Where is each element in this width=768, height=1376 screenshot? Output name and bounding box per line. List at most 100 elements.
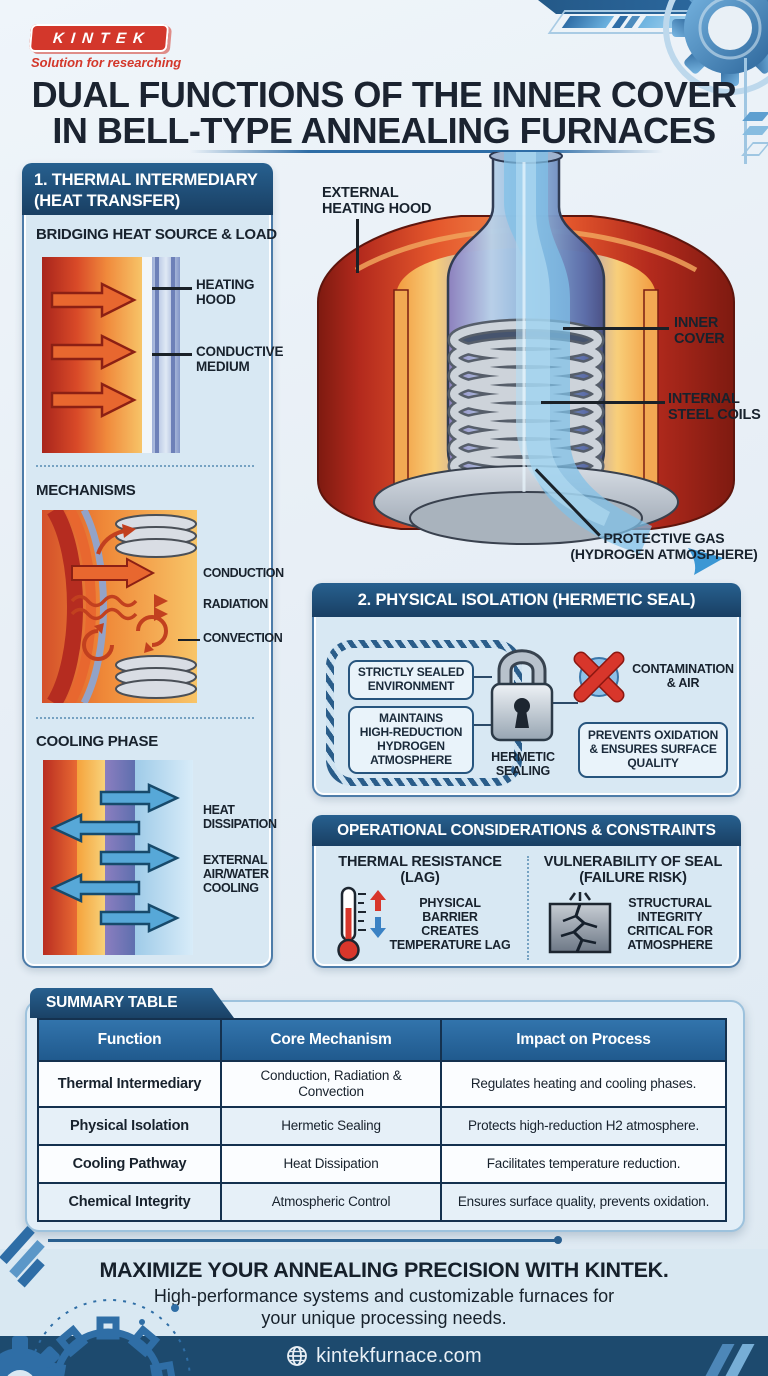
padlock-icon	[490, 649, 554, 742]
logo-text: KINTEK	[52, 29, 152, 47]
cell-function: Thermal Intermediary	[37, 1060, 222, 1108]
connector-lock-box	[552, 702, 578, 704]
seal-vulnerability-heading: VULNERABILITY OF SEAL (FAILURE RISK)	[543, 854, 723, 887]
conduction-arrow	[71, 557, 156, 589]
title-underline	[190, 150, 663, 153]
thermometer-icon	[337, 886, 366, 962]
right-bracket-line	[744, 58, 747, 164]
label-internal-steel-coils: INTERNAL STEEL COILS	[668, 391, 761, 424]
label-convection: CONVECTION	[203, 631, 283, 645]
solid-gear	[0, 1336, 60, 1376]
cell-impact: Protects high-reduction H2 atmosphere.	[440, 1106, 727, 1146]
thermal-resistance-heading: THERMAL RESISTANCE (LAG)	[338, 854, 502, 887]
footer-decor-line	[48, 1239, 556, 1242]
label-heating-hood: HEATING HOOD	[196, 277, 255, 308]
furnace-illustration	[317, 152, 735, 575]
cell-function: Chemical Integrity	[37, 1182, 222, 1222]
label-external-cooling: EXTERNAL AIR/WATER COOLING	[203, 853, 269, 896]
cell-mechanism: Atmospheric Control	[220, 1182, 442, 1222]
cracked-seal-icon	[548, 892, 612, 954]
connector-convection	[178, 639, 200, 641]
cooling-heading: COOLING PHASE	[36, 733, 158, 750]
footer-website[interactable]: kintekfurnace.com	[316, 1344, 482, 1367]
crossed-circle-icon	[573, 651, 625, 703]
col-impact: Impact on Process	[440, 1018, 727, 1062]
bridging-heading: BRIDGING HEAT SOURCE & LOAD	[36, 226, 277, 243]
bottom-left-gears	[0, 1299, 191, 1376]
cell-function: Cooling Pathway	[37, 1144, 222, 1184]
label-protective-gas: PROTECTIVE GAS (HYDROGEN ATMOSPHERE)	[570, 530, 758, 562]
coil-stack-bottom	[115, 655, 197, 699]
col-function: Function	[37, 1018, 222, 1062]
box-prevents-oxidation: PREVENTS OXIDATION & ENSURES SURFACE QUA…	[578, 722, 728, 778]
kintek-logo: KINTEK	[28, 24, 170, 52]
footer-subtext: High-performance systems and customizabl…	[153, 1286, 615, 1328]
connector-inner-cover	[563, 327, 669, 330]
label-conductive-medium: CONDUCTIVE MEDIUM	[196, 344, 284, 375]
cell-impact: Regulates heating and cooling phases.	[440, 1060, 727, 1108]
seal-vulnerability-text: STRUCTURAL INTEGRITY CRITICAL FOR ATMOSP…	[627, 896, 713, 953]
connector-steel-coils	[541, 401, 665, 404]
label-hermetic-sealing: HERMETIC SEALING	[491, 750, 555, 779]
cooling-arrows	[50, 783, 180, 933]
summary-table-wrap: Function Core Mechanism Impact on Proces…	[37, 1018, 727, 1222]
summary-tab-label: SUMMARY TABLE	[46, 994, 178, 1011]
mechanisms-diagram	[42, 510, 197, 703]
label-contamination: CONTAMINATION & AIR	[632, 662, 734, 691]
inner-cover-band	[80, 510, 107, 703]
label-conduction: CONDUCTION	[203, 566, 284, 580]
operational-divider	[527, 856, 529, 960]
footer-band	[0, 1249, 768, 1336]
page-title-line2: IN BELL-TYPE ANNEALING FURNACES	[52, 110, 716, 151]
cell-impact: Ensures surface quality, prevents oxidat…	[440, 1182, 727, 1222]
gas-flow-stream	[504, 152, 724, 575]
panel-operational-header: OPERATIONAL CONSIDERATIONS & CONSTRAINTS	[312, 815, 741, 846]
gear-ring	[663, 0, 768, 95]
box-strictly-sealed: STRICTLY SEALED ENVIRONMENT	[348, 660, 474, 700]
label-heat-dissipation: HEAT DISSIPATION	[203, 803, 277, 832]
panel-isolation-header: 2. PHYSICAL ISOLATION (HERMETIC SEAL)	[312, 583, 741, 617]
divider	[36, 465, 254, 467]
connector-external-hood	[356, 219, 359, 273]
label-external-heating-hood: EXTERNAL HEATING HOOD	[322, 185, 432, 218]
label-inner-cover: INNER COVER	[674, 315, 725, 348]
table-row: Physical Isolation Hermetic Sealing Prot…	[37, 1106, 727, 1146]
connector-box-lock	[472, 724, 492, 726]
table-row: Cooling Pathway Heat Dissipation Facilit…	[37, 1144, 727, 1184]
footer-headline: MAXIMIZE YOUR ANNEALING PRECISION WITH K…	[99, 1258, 669, 1282]
gear-icon	[663, 0, 768, 95]
summary-table: Function Core Mechanism Impact on Proces…	[37, 1018, 727, 1222]
banner-stripe	[561, 16, 615, 28]
summary-tab: SUMMARY TABLE	[30, 988, 234, 1018]
cell-mechanism: Hermetic Sealing	[220, 1106, 442, 1146]
mechanisms-heading: MECHANISMS	[36, 482, 136, 499]
panel-thermal-header: 1. THERMAL INTERMEDIARY (HEAT TRANSFER)	[22, 163, 273, 215]
cell-function: Physical Isolation	[37, 1106, 222, 1146]
temp-up-down-arrows-icon	[370, 890, 386, 938]
footer-decor-dot	[554, 1236, 562, 1244]
radiation-waves	[70, 594, 138, 621]
coil-stack-top	[115, 514, 197, 558]
page-title-line1: DUAL FUNCTIONS OF THE INNER COVER	[31, 74, 737, 115]
connector-heating-hood	[152, 287, 192, 290]
box-maintains-atmosphere: MAINTAINS HIGH-REDUCTION HYDROGEN ATMOSP…	[348, 706, 474, 774]
col-mechanism: Core Mechanism	[220, 1018, 442, 1062]
thermal-resistance-text: PHYSICAL BARRIER CREATES TEMPERATURE LAG	[389, 896, 511, 953]
gas-exit-arrow	[688, 548, 724, 575]
connector-box-lock	[472, 676, 492, 678]
cooling-diagram	[43, 760, 193, 955]
globe-icon	[287, 1346, 308, 1366]
label-radiation: RADIATION	[203, 597, 268, 611]
cell-mechanism: Heat Dissipation	[220, 1144, 442, 1184]
convection-swirls	[82, 615, 168, 661]
table-row: Thermal Intermediary Conduction, Radiati…	[37, 1060, 727, 1108]
logo-tagline: Solution for researching	[31, 55, 182, 70]
table-row: Chemical Integrity Atmospheric Control E…	[37, 1182, 727, 1222]
connector-conductive-medium	[152, 353, 192, 356]
heat-flow-arrows	[50, 281, 137, 419]
cell-mechanism: Conduction, Radiation & Convection	[220, 1060, 442, 1108]
outline-gear	[39, 1316, 177, 1376]
table-header-row: Function Core Mechanism Impact on Proces…	[37, 1018, 727, 1062]
divider	[36, 717, 254, 719]
